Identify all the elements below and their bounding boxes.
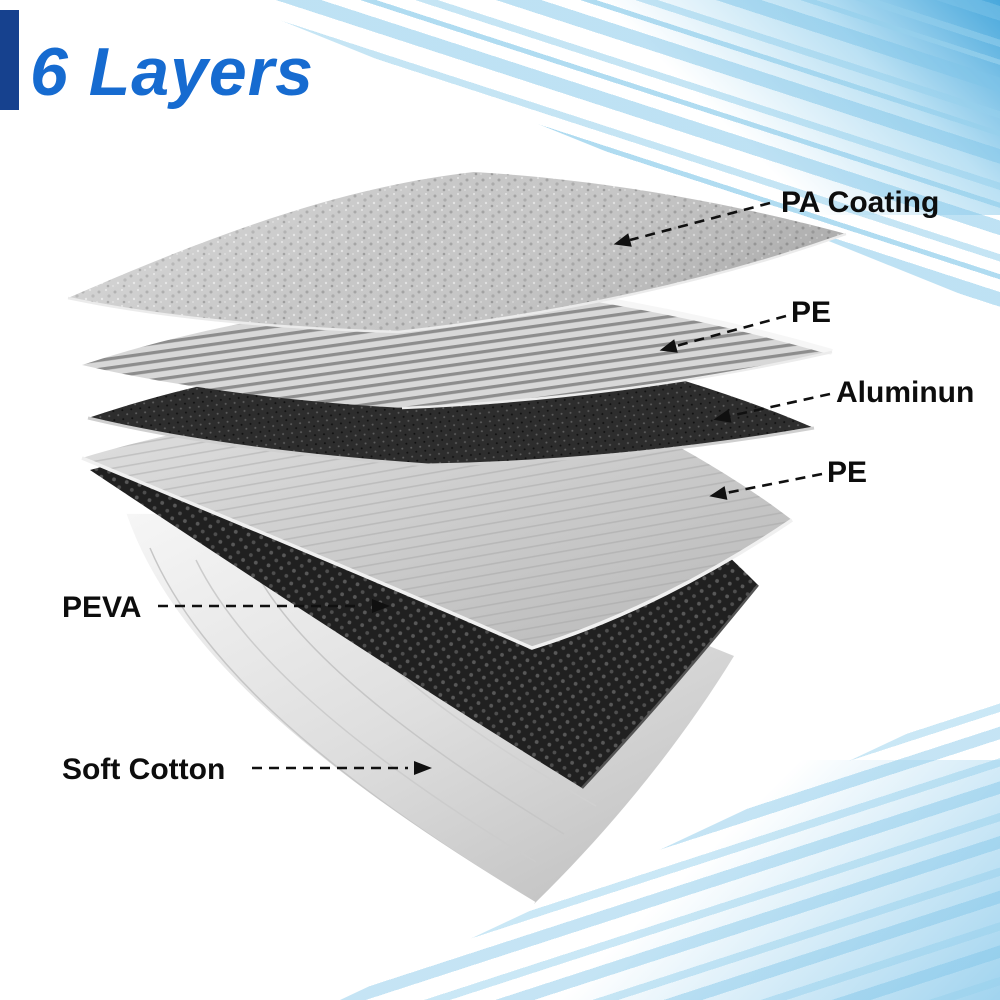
peva-arrow-icon — [372, 599, 390, 613]
leader-dash — [629, 201, 771, 242]
label-pe-top: PE — [791, 296, 831, 329]
soft-cotton-arrow-icon — [414, 761, 432, 775]
leader-dash — [675, 314, 787, 348]
label-pe-bottom: PE — [827, 456, 867, 489]
leader-line-peva — [158, 599, 390, 613]
layer-pe-bottom-sheet — [81, 396, 793, 650]
page-title: 6 Layers — [30, 34, 314, 110]
pa-coating-arrow-icon — [613, 233, 632, 247]
layer-pa-coating-sheet — [67, 172, 847, 334]
leader-line-pa-coating — [613, 201, 771, 247]
leader-line-pe-top — [659, 314, 787, 353]
label-soft-cotton: Soft Cotton — [62, 753, 225, 786]
label-aluminum: Aluminun — [836, 376, 974, 409]
title-accent-bar — [0, 10, 19, 110]
leader-line-pe-bottom — [709, 472, 823, 500]
pe-bottom-arrow-icon — [709, 486, 728, 500]
leader-line-aluminum — [713, 392, 831, 423]
aluminum-arrow-icon — [713, 409, 732, 423]
leader-line-soft-cotton — [252, 761, 432, 775]
label-peva: PEVA — [62, 591, 141, 624]
label-pa-coating: PA Coating — [781, 186, 939, 219]
pe-top-arrow-icon — [659, 339, 678, 353]
leader-dash — [729, 392, 831, 418]
